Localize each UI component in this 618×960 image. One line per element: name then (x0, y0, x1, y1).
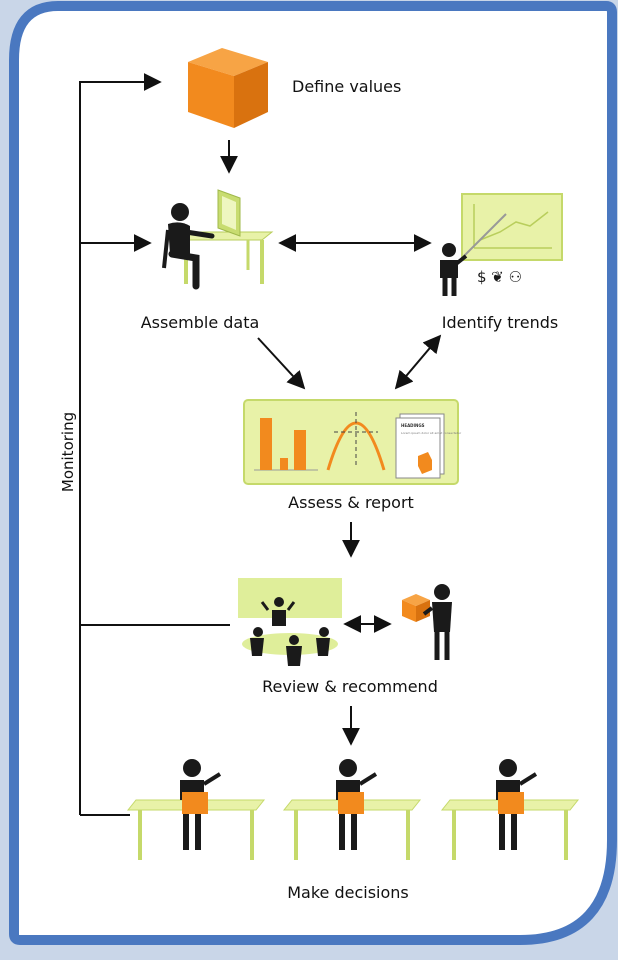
presenter-with-chart-icon (440, 193, 563, 296)
step-trends-label: Identify trends (442, 313, 558, 332)
step-define-label: Define values (292, 77, 401, 96)
person-with-box-icon (402, 584, 452, 660)
report-doc-title: HEADINGS (401, 423, 425, 428)
meeting-icon (238, 578, 342, 666)
orange-cube-icon (188, 48, 268, 128)
report-panel-icon (243, 399, 459, 485)
person-at-computer-desk-icon (162, 189, 274, 290)
decision-desk-3 (440, 759, 580, 860)
step-assemble-label: Assemble data (141, 313, 260, 332)
decision-desk-1 (126, 759, 266, 860)
step-assess-label: Assess & report (288, 493, 414, 512)
trends-symbols: $ ❦ ⚇ (477, 268, 522, 286)
report-doc-lines: Lorem ipsum dolor sit amet consectetur (401, 431, 462, 435)
monitoring-label: Monitoring (59, 412, 77, 492)
monitoring-loop: Monitoring (59, 73, 230, 816)
step-decide-label: Make decisions (287, 883, 409, 902)
decision-desk-2 (282, 759, 422, 860)
step-review-label: Review & recommend (262, 677, 438, 696)
